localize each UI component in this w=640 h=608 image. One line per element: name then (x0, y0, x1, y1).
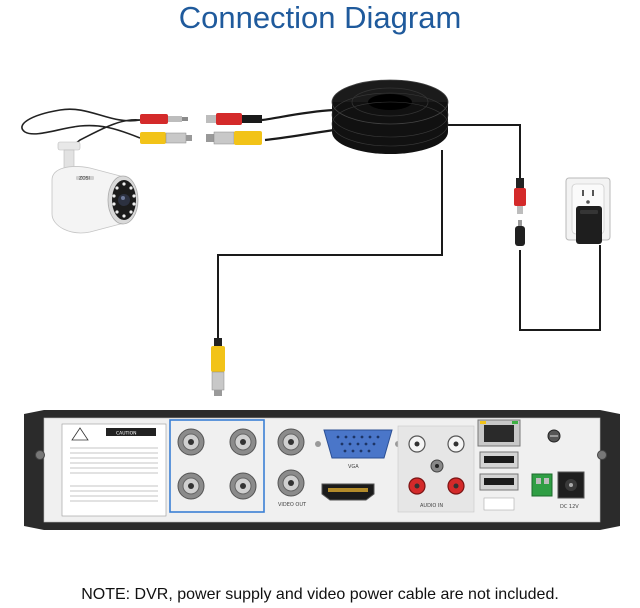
rs485-terminal (531, 473, 553, 497)
bnc-video-input-4 (229, 472, 257, 500)
ethernet-port (477, 419, 521, 447)
audio-in-label: AUDIO IN (420, 503, 443, 509)
power-cable-connector-top (514, 178, 526, 214)
usb-port-bottom (479, 473, 519, 491)
usb-port-top (479, 451, 519, 469)
power-cable-upper (448, 124, 521, 180)
dc-power-label: DC 12V (560, 504, 579, 510)
audio-in-red-right (447, 477, 465, 495)
dc-power-jack (557, 471, 585, 499)
bnc-video-input-3 (177, 472, 205, 500)
vga-port (315, 429, 401, 459)
disclaimer-note: NOTE: DVR, power supply and video power … (81, 586, 559, 603)
power-cable-to-adapter (519, 245, 601, 331)
camera-bnc-connector (140, 132, 192, 144)
power-adapter (576, 206, 602, 244)
cable-lines (217, 124, 601, 340)
audio-in-red-left (408, 477, 426, 495)
hdmi-port (321, 483, 375, 501)
mac-sticker (483, 497, 515, 511)
camera-power-connector (140, 114, 188, 124)
dvr-rear-panel: CAUTION (24, 410, 620, 530)
audio-center-jack (430, 459, 444, 473)
power-adapter-plug (515, 220, 525, 246)
bnc-video-out-top (277, 428, 305, 456)
caution-label: CAUTION (61, 423, 167, 517)
diagram-title: Connection Diagram (178, 0, 462, 35)
cable-power-connector (206, 113, 262, 125)
audio-out-white-right (447, 435, 465, 453)
bullet-camera: ZOSI (51, 141, 139, 234)
dvr-bnc-connector (211, 338, 225, 396)
coil-lead-cables (261, 108, 335, 142)
cable-coil (331, 79, 449, 154)
bnc-video-out-bottom (277, 469, 305, 497)
bnc-video-input-1 (177, 428, 205, 456)
video-out-label: VIDEO OUT (278, 502, 307, 508)
cable-bnc-connector (206, 131, 262, 145)
audio-out-white-left (408, 435, 426, 453)
bnc-video-input-2 (229, 428, 257, 456)
camera-pigtail (21, 108, 141, 149)
camera-brand: ZOSI (79, 176, 90, 182)
caution-text: CAUTION (116, 431, 137, 437)
vga-label: VGA (348, 464, 359, 470)
video-input-highlight (169, 419, 265, 513)
ground-screw (547, 429, 561, 443)
video-cable-to-dvr (217, 150, 443, 340)
